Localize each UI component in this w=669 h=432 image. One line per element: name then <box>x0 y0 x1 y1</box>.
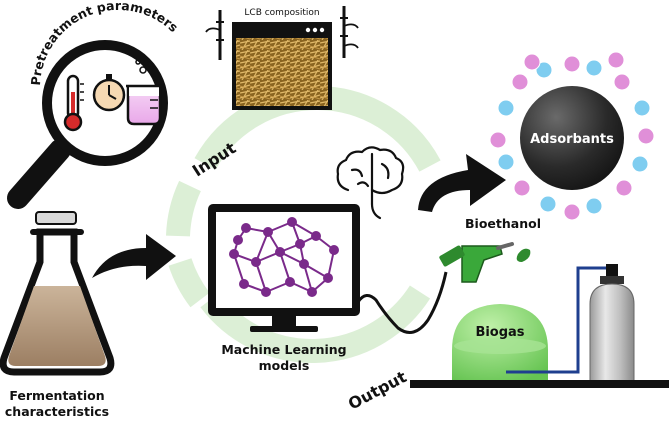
network-node <box>287 217 297 227</box>
blue-particle <box>539 195 557 213</box>
pink-particle <box>489 131 507 149</box>
lcb-label: LCB composition <box>244 8 319 18</box>
network-edge <box>279 251 291 283</box>
pink-particle <box>563 203 581 221</box>
network-node <box>329 245 339 255</box>
flask-icon <box>0 211 115 376</box>
network-node <box>241 223 251 233</box>
lcb-window: LCB composition <box>205 6 359 110</box>
monitor-icon <box>208 204 360 332</box>
network-node <box>299 259 309 269</box>
fuel-nozzle-icon <box>439 242 531 283</box>
pink-particle <box>511 73 529 91</box>
bamboo-left-icon <box>205 10 224 60</box>
bioethanol-label: Bioethanol <box>465 216 541 231</box>
ml-label-line2: models <box>259 358 310 373</box>
network-node <box>263 227 273 237</box>
network-node <box>323 273 333 283</box>
stopwatch-icon <box>92 74 126 112</box>
network-node <box>261 287 271 297</box>
neural-network-icon <box>229 217 339 297</box>
adsorbent-particles <box>489 51 655 221</box>
blue-particle <box>631 155 649 173</box>
blue-particle <box>535 61 553 79</box>
fermentation-label-line1: Fermentation <box>9 388 104 403</box>
brain-icon <box>336 146 405 220</box>
pink-particle <box>607 51 625 69</box>
fermentation-label-line2: characteristics <box>5 404 109 419</box>
pink-particle <box>637 127 655 145</box>
blue-particle <box>497 99 515 117</box>
blue-particle <box>585 59 603 77</box>
ground-bar <box>410 380 669 388</box>
network-node <box>229 249 239 259</box>
biogas-pipe <box>506 266 606 374</box>
output-label: Output <box>345 367 410 414</box>
network-edge <box>233 253 245 285</box>
ml-label-line1: Machine Learning <box>221 342 346 357</box>
blue-particle <box>585 197 603 215</box>
network-node <box>311 231 321 241</box>
network-node <box>285 277 295 287</box>
arrow-to-adsorbants <box>418 154 506 212</box>
fuel-hose <box>356 271 448 334</box>
thermometer-icon <box>63 74 84 132</box>
network-node <box>233 235 243 245</box>
biogas-label: Biogas <box>475 325 524 340</box>
network-node <box>239 279 249 289</box>
arrow-to-monitor <box>92 234 176 280</box>
gas-cylinder-icon <box>589 264 635 385</box>
blue-particle <box>633 99 651 117</box>
network-edge <box>255 261 267 293</box>
pink-particle <box>513 179 531 197</box>
pink-particle <box>613 73 631 91</box>
network-node <box>251 257 261 267</box>
bamboo-right-icon <box>340 6 359 58</box>
pink-particle <box>615 179 633 197</box>
pink-particle <box>563 55 581 73</box>
network-node <box>295 239 305 249</box>
network-node <box>307 287 317 297</box>
network-node <box>275 247 285 257</box>
blue-particle <box>497 153 515 171</box>
network-edge <box>255 231 269 263</box>
beaker-icon <box>126 59 162 126</box>
adsorbent-sphere-icon <box>520 86 624 190</box>
adsorbants-label: Adsorbants <box>530 132 614 147</box>
pink-particle <box>523 53 541 71</box>
biogas-dome-icon <box>452 304 548 380</box>
